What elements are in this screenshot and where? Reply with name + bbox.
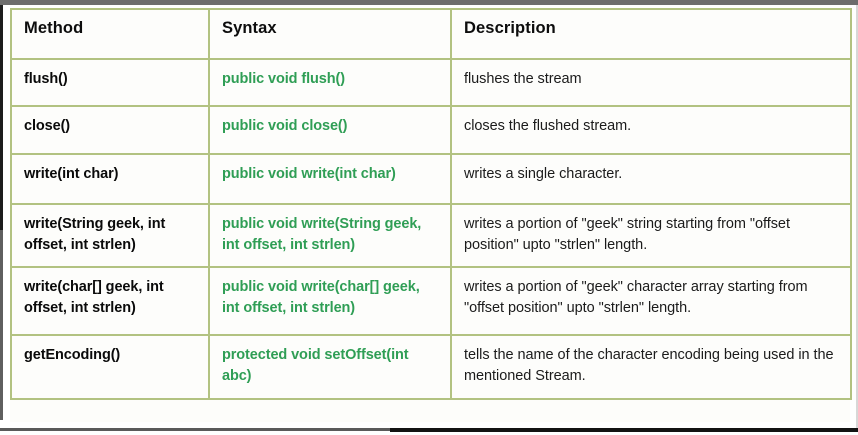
table-row: flush() public void flush() flushes the …	[10, 58, 852, 107]
cell-description: writes a portion of "geek" string starti…	[450, 202, 852, 269]
cell-description: flushes the stream	[450, 58, 852, 107]
cell-syntax: public void write(char[] geek, int offse…	[208, 266, 452, 337]
cell-method: write(char[] geek, int offset, int strle…	[10, 266, 210, 337]
column-header-method: Method	[10, 8, 210, 60]
cell-syntax: public void write(int char)	[208, 153, 452, 205]
column-header-description: Description	[450, 8, 852, 60]
scan-edge-bottom-right	[390, 428, 858, 432]
table-row: write(char[] geek, int offset, int strle…	[10, 266, 852, 337]
scan-edge-top	[0, 0, 858, 5]
table-row: getEncoding() protected void setOffset(i…	[10, 334, 852, 401]
scan-edge-bottom-left	[0, 428, 390, 431]
cell-method: flush()	[10, 58, 210, 107]
column-header-syntax: Syntax	[208, 8, 452, 60]
cell-method: write(String geek, int offset, int strle…	[10, 202, 210, 269]
method-reference-table: Method Syntax Description flush() public…	[10, 8, 852, 401]
table-header: Method Syntax Description	[10, 8, 852, 60]
table-container: Method Syntax Description flush() public…	[10, 8, 852, 422]
cell-description: tells the name of the character encoding…	[450, 334, 852, 401]
cell-syntax: protected void setOffset(int abc)	[208, 334, 452, 401]
table-row: close() public void close() closes the f…	[10, 105, 852, 155]
cell-syntax: public void write(String geek, int offse…	[208, 202, 452, 269]
cell-method: getEncoding()	[10, 334, 210, 401]
cell-syntax: public void close()	[208, 105, 452, 155]
table-row: write(String geek, int offset, int strle…	[10, 202, 852, 269]
cell-syntax: public void flush()	[208, 58, 452, 107]
cell-method: close()	[10, 105, 210, 155]
scan-edge-right	[856, 5, 858, 428]
cell-description: closes the flushed stream.	[450, 105, 852, 155]
table-row: write(int char) public void write(int ch…	[10, 153, 852, 205]
cell-method: write(int char)	[10, 153, 210, 205]
scan-edge-left-lower	[0, 230, 3, 420]
table-body: flush() public void flush() flushes the …	[10, 58, 852, 401]
cell-description: writes a single character.	[450, 153, 852, 205]
table-header-row: Method Syntax Description	[10, 8, 852, 60]
scan-edge-left-upper	[0, 5, 3, 230]
cell-description: writes a portion of "geek" character arr…	[450, 266, 852, 337]
